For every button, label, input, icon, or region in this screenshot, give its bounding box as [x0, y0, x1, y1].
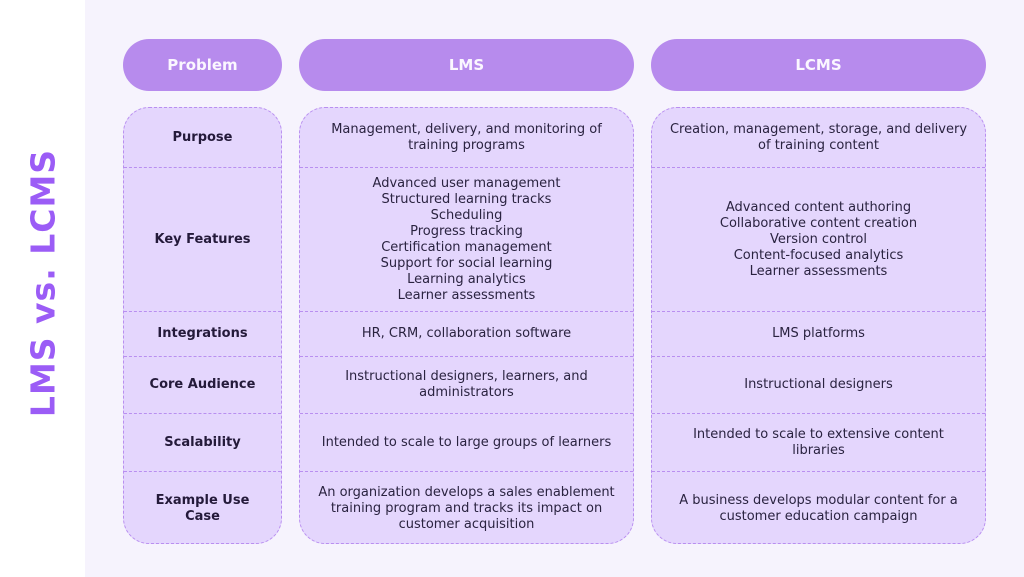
cell-text: Advanced content authoring Collaborative…: [719, 199, 918, 279]
lcms-cell: Instructional designers: [652, 357, 985, 414]
cell-text: Scalability: [164, 434, 241, 450]
lcms-cell: LMS platforms: [652, 312, 985, 357]
cell-text: LMS platforms: [772, 326, 865, 341]
lcms-cell: A business develops modular content for …: [652, 472, 985, 543]
header-lcms: LCMS: [651, 39, 986, 91]
cell-text: Instructional designers: [744, 377, 893, 392]
page-title: LMS vs. LCMS: [23, 148, 63, 418]
lms-cell: HR, CRM, collaboration software: [300, 312, 633, 357]
header-lms: LMS: [299, 39, 634, 91]
header-problem: Problem: [123, 39, 282, 91]
row-label: Example Use Case: [124, 472, 281, 543]
row-label: Core Audience: [124, 357, 281, 414]
cell-text: Advanced user management Structured lear…: [372, 175, 561, 303]
lcms-cell: Intended to scale to extensive content l…: [652, 414, 985, 472]
lms-cell: Management, delivery, and monitoring of …: [300, 108, 633, 168]
cell-text: Management, delivery, and monitoring of …: [331, 121, 602, 153]
cell-text: Example Use Case: [155, 492, 250, 524]
lms-cell: An organization develops a sales enablem…: [300, 472, 633, 543]
row-label: Purpose: [124, 108, 281, 168]
cell-text: An organization develops a sales enablem…: [318, 484, 615, 532]
row-label: Key Features: [124, 168, 281, 312]
lcms-cell: Creation, management, storage, and deliv…: [652, 108, 985, 168]
lcms-column: Creation, management, storage, and deliv…: [651, 107, 986, 544]
cell-text: Core Audience: [149, 377, 256, 392]
cell-text: A business develops modular content for …: [679, 492, 958, 524]
cell-text: Creation, management, storage, and deliv…: [669, 121, 968, 153]
cell-text: Intended to scale to extensive content l…: [693, 426, 944, 458]
lcms-cell: Advanced content authoring Collaborative…: [652, 168, 985, 312]
cell-text: Intended to scale to large groups of lea…: [321, 434, 612, 450]
cell-text: Integrations: [157, 326, 248, 341]
lms-cell: Intended to scale to large groups of lea…: [300, 414, 633, 472]
title-panel: LMS vs. LCMS: [0, 0, 85, 577]
row-label: Scalability: [124, 414, 281, 472]
lms-column: Management, delivery, and monitoring of …: [299, 107, 634, 544]
cell-text: HR, CRM, collaboration software: [361, 326, 572, 341]
lms-cell: Advanced user management Structured lear…: [300, 168, 633, 312]
lms-cell: Instructional designers, learners, and a…: [300, 357, 633, 414]
row-label: Integrations: [124, 312, 281, 357]
cell-text: Instructional designers, learners, and a…: [345, 369, 588, 400]
cell-text: Key Features: [154, 231, 251, 247]
cell-text: Purpose: [172, 129, 233, 145]
